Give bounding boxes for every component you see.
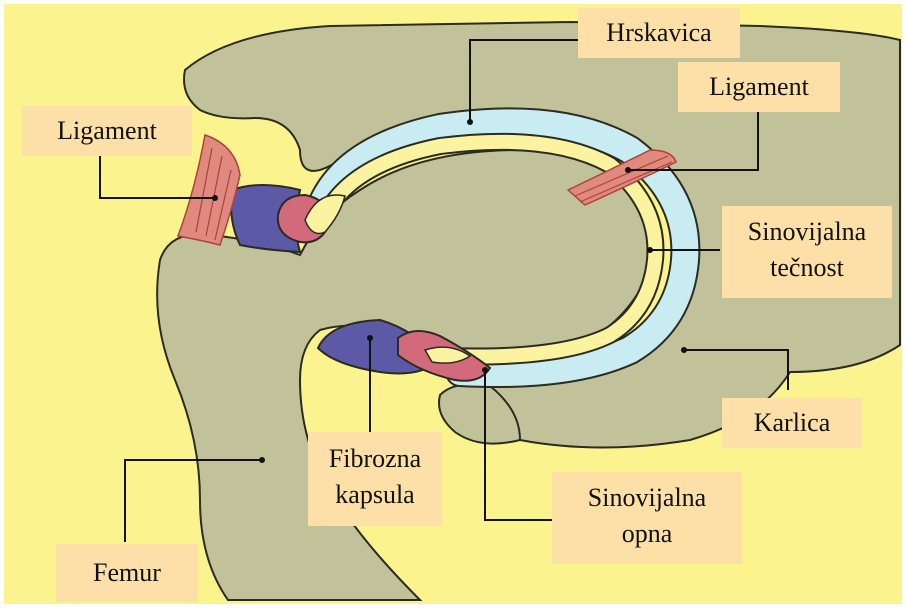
label-ligament-right: Ligament [678, 62, 840, 112]
label-femur-text: Femur [56, 555, 198, 591]
dot-karlica [681, 347, 687, 353]
dot-fibrozna-kapsula [367, 335, 373, 341]
label-fibrozna-kapsula: Fibrozna kapsula [308, 432, 442, 526]
label-karlica-text: Karlica [722, 405, 862, 441]
label-hrskavica: Hrskavica [578, 8, 740, 58]
label-sinovijalna-tecnost-line2: tečnost [722, 250, 892, 286]
label-femur: Femur [56, 544, 198, 602]
label-sinovijalna-opna-line1: Sinovijalna [552, 480, 742, 516]
label-sinovijalna-opna: Sinovijalna opna [552, 472, 742, 564]
label-hrskavica-text: Hrskavica [578, 15, 740, 51]
label-ligament-left: Ligament [22, 106, 192, 156]
label-sinovijalna-tecnost: Sinovijalna tečnost [722, 206, 892, 298]
label-ligament-right-text: Ligament [678, 69, 840, 105]
label-fibrozna-kapsula-line1: Fibrozna [308, 441, 442, 477]
dot-ligament-left [212, 195, 218, 201]
label-sinovijalna-opna-line2: opna [552, 516, 742, 552]
dot-femur [259, 457, 265, 463]
dot-sinovijalna-opna [482, 367, 488, 373]
dot-hrskavica [467, 119, 473, 125]
dot-ligament-right [625, 167, 631, 173]
label-fibrozna-kapsula-line2: kapsula [308, 477, 442, 513]
label-sinovijalna-tecnost-line1: Sinovijalna [722, 214, 892, 250]
label-karlica: Karlica [722, 398, 862, 448]
dot-sinovijalna-tecnost [647, 247, 653, 253]
label-ligament-left-text: Ligament [22, 113, 192, 149]
